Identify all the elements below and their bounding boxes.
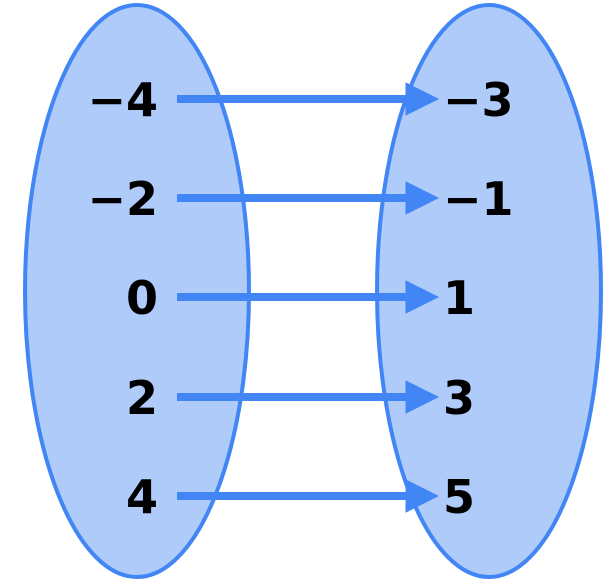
codomain-value-3: 1	[443, 271, 475, 325]
domain-value-1: −4	[87, 73, 158, 127]
domain-value-4: 2	[126, 371, 158, 425]
domain-ellipse	[23, 3, 251, 579]
codomain-value-4: 3	[443, 371, 475, 425]
domain-value-5: 4	[126, 470, 158, 524]
codomain-value-1: −3	[443, 73, 514, 127]
codomain-value-5: 5	[443, 470, 475, 524]
codomain-value-2: −1	[443, 172, 514, 226]
codomain-ellipse	[375, 3, 603, 579]
domain-value-2: −2	[87, 172, 158, 226]
domain-value-3: 0	[126, 271, 158, 325]
